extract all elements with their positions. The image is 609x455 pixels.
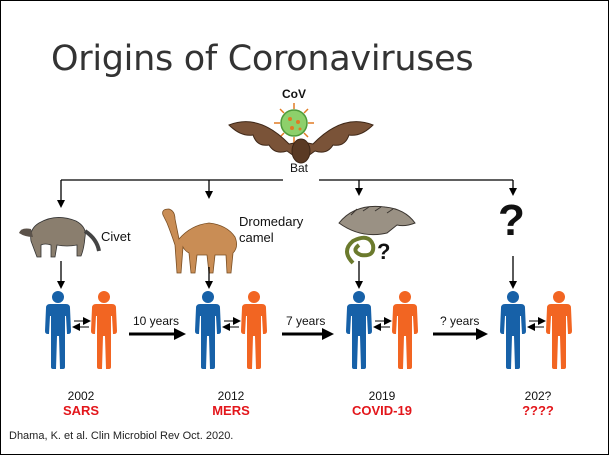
snake-icon — [347, 238, 373, 263]
camel-label-line1: Dromedary — [239, 214, 303, 230]
event-year-sars: 2002 — [31, 389, 131, 403]
event-name-covid: COVID-19 — [322, 403, 442, 418]
human-pair-mers — [195, 291, 267, 369]
pangolin-icon — [339, 206, 415, 234]
event-year-future: 202? — [488, 389, 588, 403]
event-name-mers: MERS — [171, 403, 291, 418]
interval-label-3: ? years — [440, 314, 479, 328]
bat-label: Bat — [290, 161, 308, 175]
camel-label: Dromedary camel — [239, 214, 303, 246]
citation: Dhama, K. et al. Clin Microbiol Rev Oct.… — [9, 430, 233, 442]
human-pair-covid — [346, 291, 418, 369]
camel-label-line2: camel — [239, 230, 303, 246]
human-pair-future — [500, 291, 572, 369]
camel-icon — [163, 209, 237, 273]
interval-label-1: 10 years — [133, 314, 179, 328]
virus-label: CoV — [282, 87, 306, 101]
event-name-sars: SARS — [21, 403, 141, 418]
civet-icon — [19, 217, 99, 257]
unknown-host-question-mark: ? — [498, 197, 525, 245]
interval-label-2: 7 years — [286, 314, 325, 328]
event-name-future: ???? — [478, 403, 598, 418]
event-year-covid: 2019 — [332, 389, 432, 403]
human-pair-sars — [45, 291, 117, 369]
civet-label: Civet — [101, 229, 131, 244]
pangolin-question-mark: ? — [377, 239, 390, 265]
event-year-mers: 2012 — [181, 389, 281, 403]
